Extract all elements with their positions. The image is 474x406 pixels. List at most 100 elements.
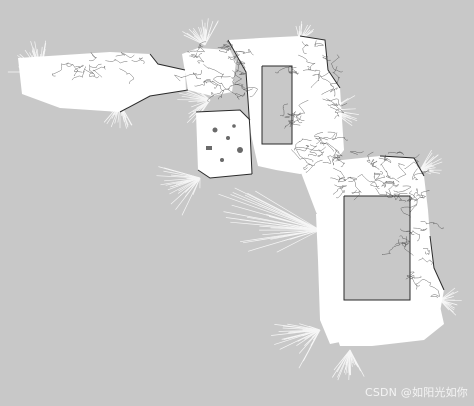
scan-ray <box>164 168 201 179</box>
scan-contour <box>393 193 407 203</box>
scan-contour <box>407 190 415 202</box>
scan-ray <box>277 224 321 231</box>
south-hall <box>330 306 444 346</box>
scan-contour <box>321 83 338 95</box>
scan-contour <box>296 99 309 124</box>
scan-contour <box>331 54 343 73</box>
scan-contour <box>293 112 305 122</box>
scan-contour <box>319 72 334 88</box>
scan-ray <box>283 329 321 340</box>
wall-east-block <box>343 195 411 301</box>
scan-ray <box>282 229 321 242</box>
scan-contour <box>280 103 289 117</box>
scan-contour <box>241 84 253 92</box>
wall-central-room-bottom <box>197 169 253 179</box>
scan-ray <box>191 99 211 108</box>
scan-contour <box>331 132 349 141</box>
scan-ray <box>280 229 321 234</box>
scan-contour <box>334 149 345 168</box>
wall-left-room-bottom <box>119 89 189 113</box>
scan-contour <box>298 54 316 72</box>
furniture-blob <box>226 136 230 140</box>
scan-contour <box>228 55 244 68</box>
scan-ray <box>419 154 439 171</box>
scan-ray <box>332 349 351 378</box>
scan-ray <box>192 30 206 46</box>
scan-contour <box>203 64 224 79</box>
scan-ray <box>247 192 321 231</box>
scan-contour <box>194 80 215 87</box>
north-hall-inner-block <box>262 66 292 144</box>
wall-north-hall-east <box>299 35 341 89</box>
scan-ray <box>439 299 457 306</box>
scan-contour <box>291 149 314 163</box>
scan-contour <box>406 271 422 279</box>
scan-ray <box>240 229 321 243</box>
scan-contour <box>92 65 106 78</box>
scan-contour <box>288 67 297 74</box>
scan-ray <box>230 194 321 231</box>
scan-ray <box>419 160 427 171</box>
scan-contour <box>322 54 331 61</box>
scan-contour <box>296 149 313 173</box>
scan-contour <box>378 157 391 178</box>
scan-ray <box>302 329 321 337</box>
scan-contour <box>400 204 417 219</box>
furniture-blob <box>212 127 218 133</box>
scan-contour <box>236 59 246 69</box>
scan-ray <box>188 99 211 102</box>
scan-contour <box>413 188 418 201</box>
central-room <box>196 110 252 178</box>
scan-contour <box>406 230 420 242</box>
scan-contour <box>115 52 135 58</box>
scan-ray <box>181 95 211 101</box>
wall-left-room-top <box>149 53 186 71</box>
scan-contour <box>412 168 419 181</box>
scan-contour <box>370 160 378 168</box>
scan-contour <box>227 50 246 61</box>
scan-contour <box>335 184 345 199</box>
scan-contour <box>231 64 239 84</box>
wall-center-west <box>227 39 253 175</box>
scan-contour <box>318 137 340 153</box>
scan-ray <box>419 167 436 171</box>
furniture-blob <box>220 158 224 162</box>
scan-contour <box>294 138 312 150</box>
scan-contour <box>235 69 247 75</box>
scan-contour <box>189 53 200 59</box>
scan-contour <box>320 142 334 152</box>
scan-contour <box>222 43 233 48</box>
scan-ray <box>193 35 206 46</box>
scan-contour <box>371 159 380 170</box>
scan-ray <box>179 92 211 101</box>
scan-contour <box>375 187 395 197</box>
scan-contour <box>187 43 203 53</box>
scan-contour <box>400 228 415 236</box>
scan-ray <box>298 329 321 354</box>
scan-contour <box>388 151 404 155</box>
scan-contour <box>131 57 145 65</box>
scan-ray <box>163 170 201 179</box>
scan-contour <box>228 83 241 100</box>
scan-contour <box>413 227 428 232</box>
scan-contour <box>330 175 347 183</box>
scan-contour <box>373 171 383 180</box>
scan-contour <box>314 131 324 142</box>
scan-contour <box>308 144 318 157</box>
scan-ray <box>199 34 206 46</box>
scan-ray <box>200 99 211 113</box>
scan-contour <box>386 193 408 201</box>
interior-obstacles <box>262 66 410 300</box>
scan-ray <box>282 325 321 331</box>
scan-contour <box>88 52 97 62</box>
scan-contour <box>66 63 79 77</box>
wall-east-lower <box>429 235 445 291</box>
scan-contour <box>192 70 202 80</box>
scan-ray <box>192 177 201 195</box>
scan-ray <box>276 229 321 253</box>
scan-ray <box>186 32 206 46</box>
scan-contour <box>344 176 357 181</box>
scan-contour <box>383 154 392 163</box>
wall-edges <box>119 35 445 301</box>
